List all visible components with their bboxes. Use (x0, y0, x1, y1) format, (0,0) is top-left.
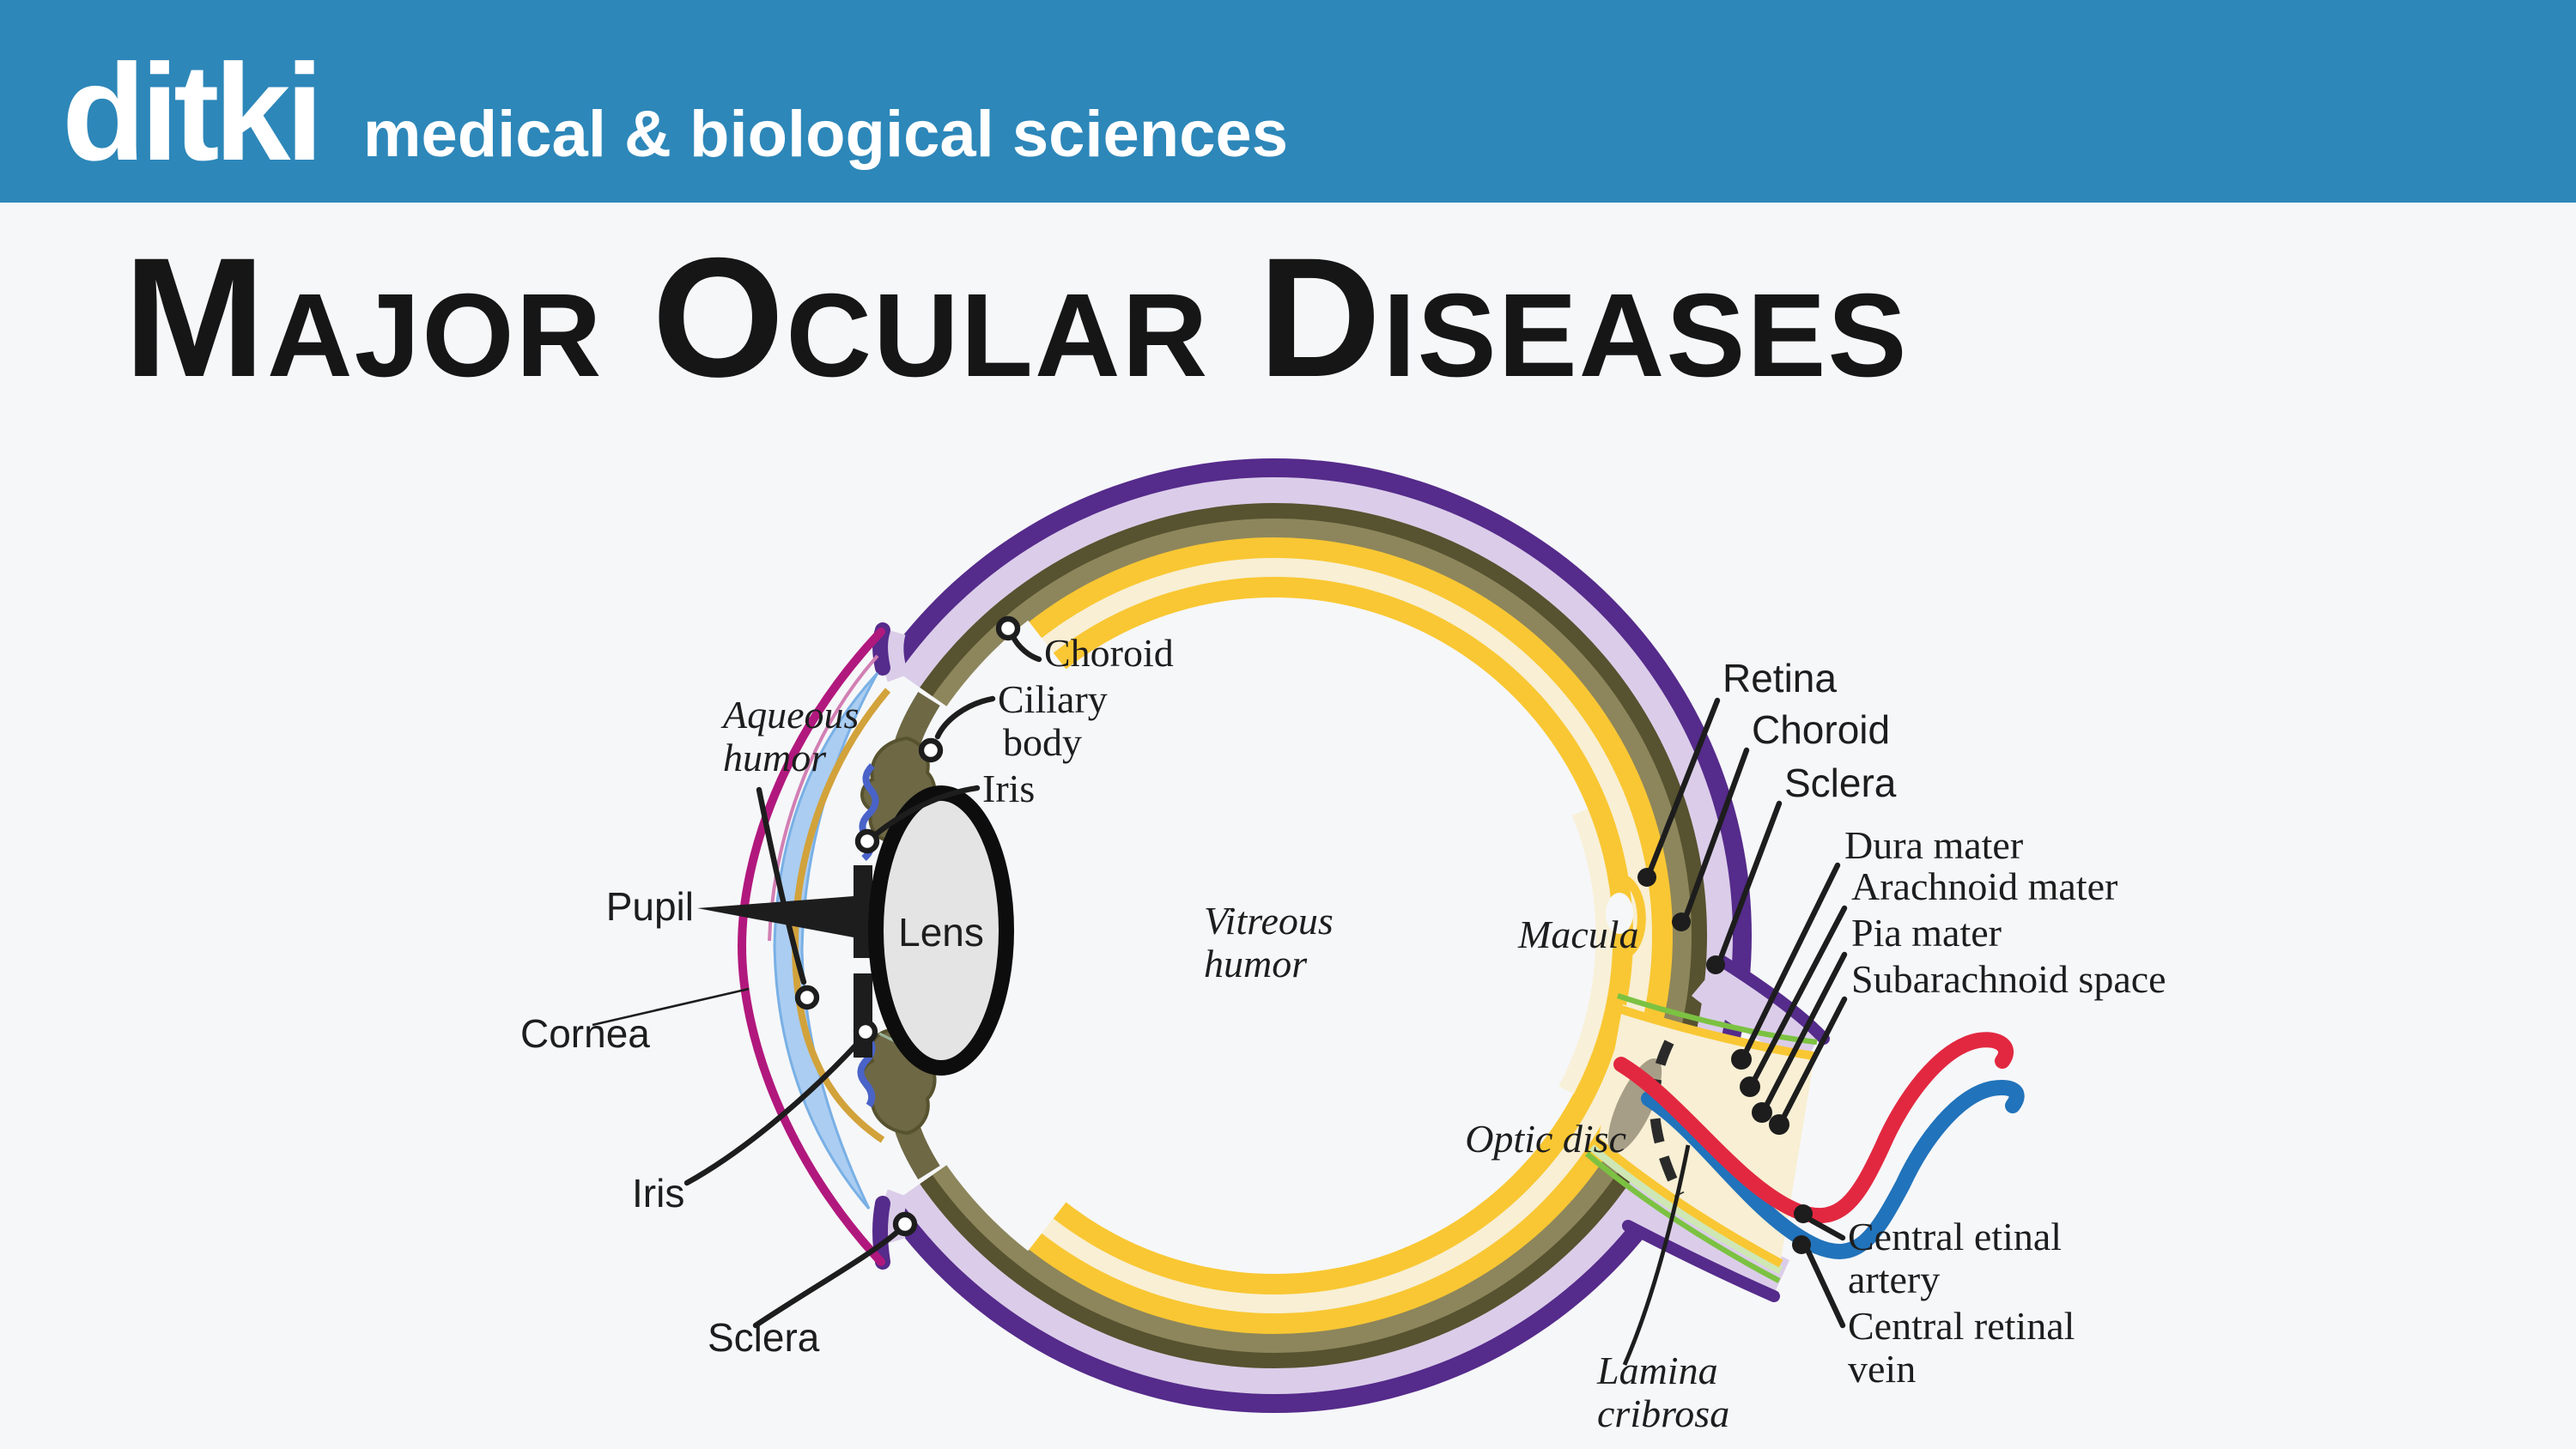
central-retinal-vein-path (1641, 1080, 2025, 1259)
label-crv-1: Central retinal (1848, 1304, 2075, 1348)
aqueous-humor-shape (773, 671, 879, 1210)
aqueous-leader (756, 786, 807, 985)
vein-leader (1805, 1248, 1846, 1329)
lamina-cribrosa-line (1649, 1040, 1685, 1197)
label-vitreous-2: humor (1204, 942, 1308, 985)
label-optic-disc: Optic disc (1465, 1117, 1626, 1161)
label-lamina-2: cribrosa (1597, 1391, 1729, 1435)
cornea-leader (592, 987, 750, 1027)
iris-upper-leader (872, 785, 981, 838)
header-bar: ditki medical & biological sciences (0, 0, 2576, 203)
diagram-labels: Aqueous humor Pupil Cornea Iris Sclera C… (520, 631, 2166, 1435)
choroid-top-marker (995, 615, 1021, 641)
subarachnoid-leader (1779, 996, 1848, 1123)
label-lens: Lens (898, 910, 984, 955)
ciliary-leader (934, 695, 996, 740)
label-ciliary-1: Ciliary (998, 677, 1108, 721)
label-sclera-left: Sclera (708, 1315, 820, 1360)
dura-leader (1741, 862, 1841, 1058)
choroid-top-leader (1010, 634, 1042, 663)
label-dura: Dura mater (1844, 823, 2023, 867)
label-sclera-right: Sclera (1784, 761, 1897, 805)
cornea-arc (737, 627, 885, 1266)
label-aqueous-2: humor (723, 736, 827, 779)
dura-edge-upper (1716, 955, 1830, 1045)
sclera-left-marker (892, 1211, 918, 1237)
aqueous-marker (794, 985, 820, 1010)
artery-leader (1808, 1217, 1846, 1241)
pia-leader (1762, 951, 1848, 1111)
lamina-leader (1622, 1144, 1691, 1366)
label-subarachnoid: Subarachnoid space (1851, 957, 2166, 1001)
ciliary-marker (918, 737, 944, 763)
retina-marker (1637, 868, 1656, 887)
fovea-notch (1606, 893, 1633, 934)
arachnoid-leader (1750, 905, 1848, 1085)
choroid-right-marker (1672, 912, 1691, 931)
pia-line-lower (1584, 1151, 1781, 1283)
eye-globe-layers (759, 458, 1752, 1413)
label-cornea: Cornea (520, 1011, 650, 1056)
retina-leader (1647, 697, 1721, 874)
choroid-right-leader (1683, 747, 1750, 919)
lens-shape (868, 785, 1014, 1076)
label-choroid-top: Choroid (1044, 631, 1174, 675)
label-cra-1: Central etinal (1848, 1215, 2062, 1258)
subarachnoid-sliver (1589, 1143, 1783, 1275)
iris-bar-upper (854, 865, 872, 958)
sclera-right-leader (1717, 800, 1783, 961)
label-macula: Macula (1517, 912, 1639, 956)
optic-nerve-assembly (1584, 955, 2025, 1302)
sclera-edge-lower (872, 1196, 890, 1270)
label-choroid-right: Choroid (1752, 707, 1890, 752)
sclera-right-marker (1706, 955, 1725, 974)
label-vitreous-1: Vitreous (1204, 899, 1334, 943)
label-retina: Retina (1722, 656, 1837, 700)
cornea-inner-line (768, 654, 879, 942)
sclera-left-leader (752, 1229, 900, 1329)
label-arachnoid: Arachnoid mater (1851, 864, 2117, 908)
subarachnoid-marker (1769, 1114, 1789, 1135)
artery-marker (1794, 1204, 1813, 1223)
page-title: Major Ocular Diseases (124, 221, 1909, 412)
label-lamina-1: Lamina (1596, 1349, 1718, 1392)
fovea-line (1622, 875, 1646, 959)
ditki-logo: ditki (62, 36, 324, 189)
pia-marker (1752, 1102, 1772, 1123)
label-pia: Pia mater (1851, 911, 2002, 955)
nerve-retina-edge-lower (1592, 1137, 1783, 1268)
label-cra-2: artery (1848, 1258, 1940, 1301)
macula-cream-wash (1558, 809, 1613, 1094)
label-iris-sans: Iris (632, 1171, 684, 1216)
header-tagline: medical & biological sciences (362, 100, 1289, 172)
leader-lines (592, 615, 1848, 1366)
macula-fovea (1606, 875, 1646, 959)
label-aqueous-1: Aqueous (720, 693, 859, 737)
sclera-sweep-upper (881, 628, 909, 682)
dura-marker (1731, 1049, 1752, 1070)
arachnoid-marker (1740, 1076, 1760, 1097)
pupil-pointer-wedge (697, 896, 854, 937)
label-crv-2: vein (1848, 1347, 1916, 1391)
iris-lower-marker (853, 1019, 878, 1045)
iris-upper-marker (854, 828, 880, 854)
dura-edge-lower (1622, 1220, 1780, 1302)
vein-marker (1792, 1235, 1811, 1254)
iris-lower-leader (683, 1039, 862, 1186)
label-ciliary-2: body (1003, 720, 1082, 764)
label-pupil: Pupil (606, 884, 694, 929)
central-retinal-artery-path (1613, 1032, 2014, 1224)
label-iris-serif: Iris (982, 767, 1035, 810)
